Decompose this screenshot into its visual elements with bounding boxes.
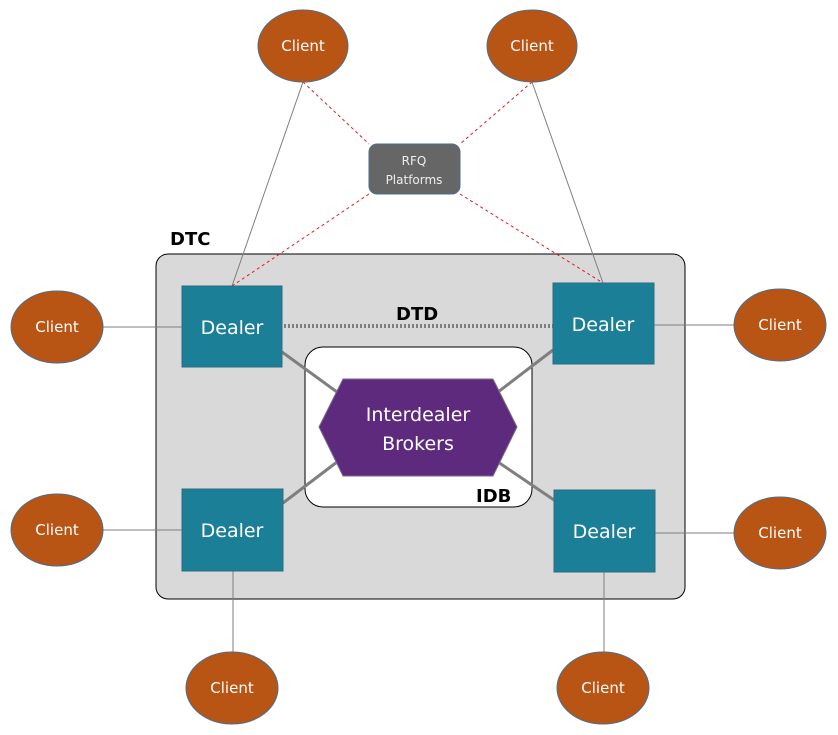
dealer-label: Dealer (572, 314, 635, 336)
client-label: Client (758, 524, 802, 542)
link-dealer-idb (281, 350, 338, 394)
client-label: Client (210, 679, 254, 697)
dtc-label: DTC (170, 229, 210, 250)
dealer-node (552, 282, 655, 365)
client-node: Client (556, 651, 650, 725)
client-label: Client (281, 37, 325, 55)
client-label: Client (510, 37, 554, 55)
client-node: Client (257, 9, 349, 83)
link-client-rfq (302, 81, 370, 145)
client-node: Client (733, 288, 827, 362)
client-node: Client (185, 651, 279, 725)
dtd-label: DTD (396, 304, 438, 325)
rfq-platforms-node (368, 143, 461, 195)
dealer-node (181, 285, 283, 368)
client-node: Client (10, 493, 104, 567)
idb-hexagon (318, 378, 518, 477)
client-node: Client (486, 9, 578, 83)
client-label: Client (35, 521, 79, 539)
dealer-node (553, 489, 656, 573)
rfq-line1: RFQ (402, 154, 427, 168)
dealer-label: Dealer (573, 521, 636, 543)
idb-node-line1: Interdealer (366, 404, 471, 426)
dealer-label: Dealer (201, 317, 264, 339)
link-dealer-idb (497, 348, 554, 394)
rfq-line2: Platforms (386, 173, 443, 187)
client-label: Client (758, 316, 802, 334)
link-client-rfq (459, 81, 533, 145)
link-dealer-idb (497, 460, 555, 502)
client-label: Client (35, 318, 79, 336)
idb-label: IDB (476, 486, 511, 507)
connectors (103, 81, 735, 653)
link-client-dealer (231, 81, 304, 287)
link-dealer-idb (282, 460, 338, 505)
client-node: Client (733, 496, 827, 570)
dealer-label: Dealer (201, 520, 264, 542)
dealer-node (181, 488, 284, 572)
client-node: Client (10, 290, 104, 364)
link-client-dealer (531, 81, 604, 284)
idb-node-line2: Brokers (382, 433, 454, 455)
client-label: Client (581, 679, 625, 697)
link-rfq-dealer (459, 193, 604, 284)
